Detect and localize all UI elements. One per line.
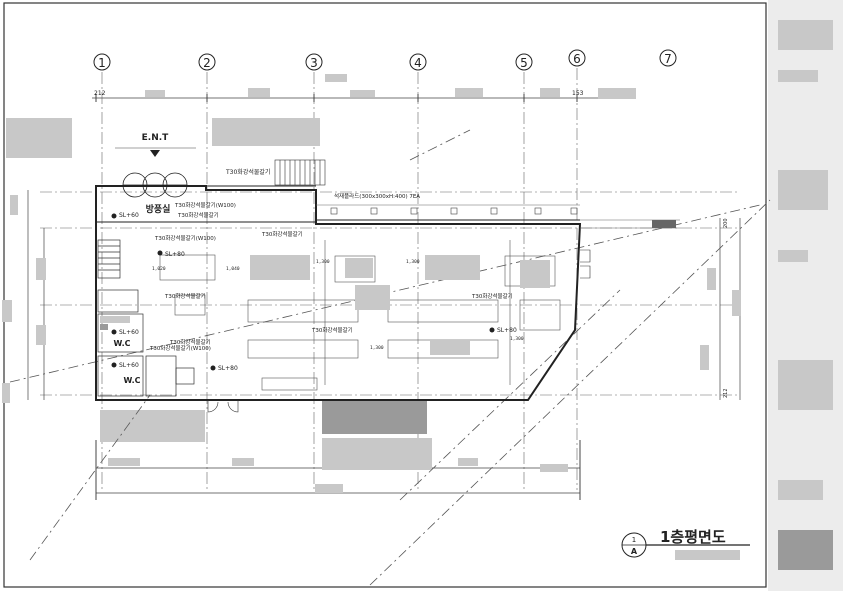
svg-text:212: 212 bbox=[94, 90, 106, 97]
side-strip-block bbox=[778, 20, 833, 50]
dim-label: 1,020 bbox=[152, 266, 166, 272]
entrance-stairs bbox=[274, 159, 326, 186]
sheet-border bbox=[3, 2, 767, 588]
grid-bubble-6: 6 bbox=[568, 49, 586, 67]
wc-label-2: W.C bbox=[123, 376, 140, 385]
grid-bubble-7: 7 bbox=[659, 49, 677, 67]
label-redacted bbox=[322, 400, 427, 434]
svg-text:212: 212 bbox=[723, 388, 729, 398]
label-redacted bbox=[100, 316, 130, 323]
grid-bubble-4: 4 bbox=[409, 53, 427, 71]
svg-text:1: 1 bbox=[98, 56, 106, 70]
level-marker: SL+60 bbox=[111, 212, 139, 219]
fixture-redacted bbox=[345, 258, 373, 278]
level-marker: SL+80 bbox=[157, 250, 185, 258]
fixture-redacted bbox=[425, 255, 480, 280]
label-redacted bbox=[322, 438, 432, 470]
building-outline bbox=[95, 185, 680, 401]
top-dimension: 212 153 bbox=[92, 74, 636, 102]
fixture-redacted bbox=[430, 340, 470, 355]
drawing-sheet-letter: A bbox=[631, 547, 638, 556]
doors bbox=[207, 249, 591, 413]
wind-room-label: 방풍실 bbox=[146, 203, 171, 215]
grid-bubble-2: 2 bbox=[198, 53, 216, 71]
svg-text:4: 4 bbox=[414, 56, 422, 70]
label-redacted bbox=[6, 118, 72, 158]
level-marker: SL+80 bbox=[489, 327, 517, 334]
label-redacted bbox=[100, 410, 205, 442]
svg-text:153: 153 bbox=[572, 90, 584, 97]
dim-label: 1,300 bbox=[510, 336, 524, 342]
grid-bubble-5: 5 bbox=[515, 53, 533, 71]
svg-text:200: 200 bbox=[723, 218, 729, 228]
side-strip-block bbox=[778, 360, 833, 410]
fixture-redacted bbox=[355, 285, 390, 310]
note-7: T30화강석물갈기 bbox=[471, 292, 513, 300]
svg-text:5: 5 bbox=[520, 56, 528, 70]
side-strip-block bbox=[778, 170, 828, 210]
svg-text:6: 6 bbox=[573, 52, 581, 66]
wind-room-box bbox=[140, 203, 176, 214]
note-8: T30화강석물갈기 bbox=[311, 326, 353, 334]
scale-redacted bbox=[675, 550, 740, 560]
level-marker: SL+80 bbox=[210, 365, 238, 372]
note-3: T30화강석물갈기 bbox=[177, 211, 219, 219]
note-1: T30화강석물갈기 bbox=[225, 168, 270, 176]
svg-text:SL+80: SL+80 bbox=[165, 251, 185, 258]
svg-text:SL+80: SL+80 bbox=[218, 365, 238, 372]
left-dimensions bbox=[2, 190, 46, 403]
interior-fixtures bbox=[159, 240, 561, 391]
note-5: T30화강석물갈기 bbox=[261, 230, 303, 238]
label-redacted bbox=[212, 118, 320, 146]
note-6: T30화강석물갈기 bbox=[164, 292, 206, 300]
svg-text:7: 7 bbox=[664, 52, 672, 66]
side-strip bbox=[768, 0, 843, 591]
side-strip-block bbox=[778, 250, 808, 262]
note-10: T30화강석물갈기 bbox=[169, 338, 211, 346]
drawing-number: 1 bbox=[632, 536, 636, 544]
svg-text:3: 3 bbox=[310, 56, 318, 70]
right-dimensions: 200 212 bbox=[700, 218, 741, 400]
entrance-marker: E.N.T bbox=[115, 133, 196, 157]
drawing-title-block: 1 A 1층평면도 bbox=[621, 528, 750, 560]
svg-text:SL+60: SL+60 bbox=[119, 362, 139, 369]
dim-label: 1,300 bbox=[406, 259, 420, 265]
note-4: T30화강석물갈기(W100) bbox=[154, 234, 216, 242]
fixture-redacted bbox=[250, 255, 310, 280]
grid-bubble-3: 3 bbox=[305, 53, 323, 71]
stone-tiles bbox=[330, 207, 578, 215]
revolving-door bbox=[122, 172, 188, 198]
service-block bbox=[97, 239, 195, 397]
svg-text:SL+80: SL+80 bbox=[497, 327, 517, 334]
tile-note: 석재플라드(300x300xH:400) 7EA bbox=[334, 192, 420, 200]
side-strip-block bbox=[778, 70, 818, 82]
dim-label: 1,300 bbox=[316, 259, 330, 265]
level-marker: SL+60 bbox=[111, 329, 139, 336]
svg-text:SL+60: SL+60 bbox=[119, 329, 139, 336]
svg-text:E.N.T: E.N.T bbox=[142, 133, 170, 143]
dim-label: 1,300 bbox=[370, 345, 384, 351]
dim-label: 1,040 bbox=[226, 266, 240, 272]
note-2: T30화강석물갈기(W100) bbox=[174, 201, 236, 209]
level-marker: SL+60 bbox=[111, 362, 139, 369]
side-strip-block bbox=[778, 530, 833, 570]
fixture-redacted bbox=[520, 260, 550, 288]
side-strip-block bbox=[778, 480, 823, 500]
grid-bubble-1: 1 bbox=[93, 53, 111, 71]
svg-text:SL+60: SL+60 bbox=[119, 212, 139, 219]
drawing-title: 1층평면도 bbox=[660, 528, 726, 546]
note-9: T30화강석물갈기(W100) bbox=[149, 344, 211, 352]
label-redacted bbox=[100, 324, 108, 330]
svg-text:2: 2 bbox=[203, 56, 211, 70]
wc-label-1: W.C bbox=[113, 339, 130, 348]
